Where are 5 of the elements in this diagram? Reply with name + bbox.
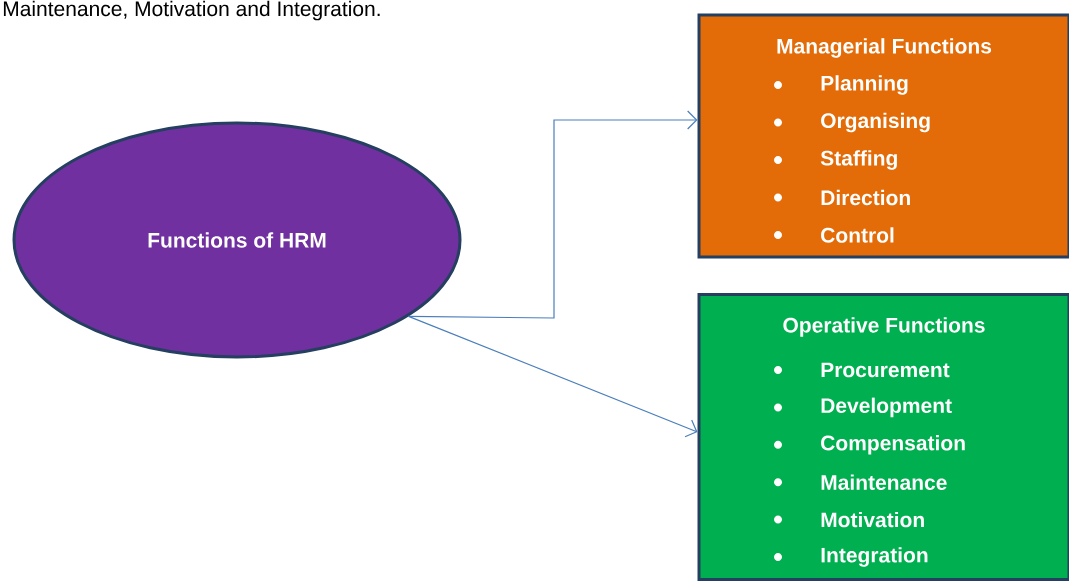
arrow [408, 315, 698, 438]
note-text: Maintenance, Motivation and Integration. [3, 0, 380, 21]
arrow [408, 110, 698, 319]
list-box: Managerial Functions Planning Organising Staffing Direction Control [697, 13, 1069, 259]
list-box: Operative Functions Procurement Development Compensation Maintenance Motivation Integration [697, 293, 1069, 581]
